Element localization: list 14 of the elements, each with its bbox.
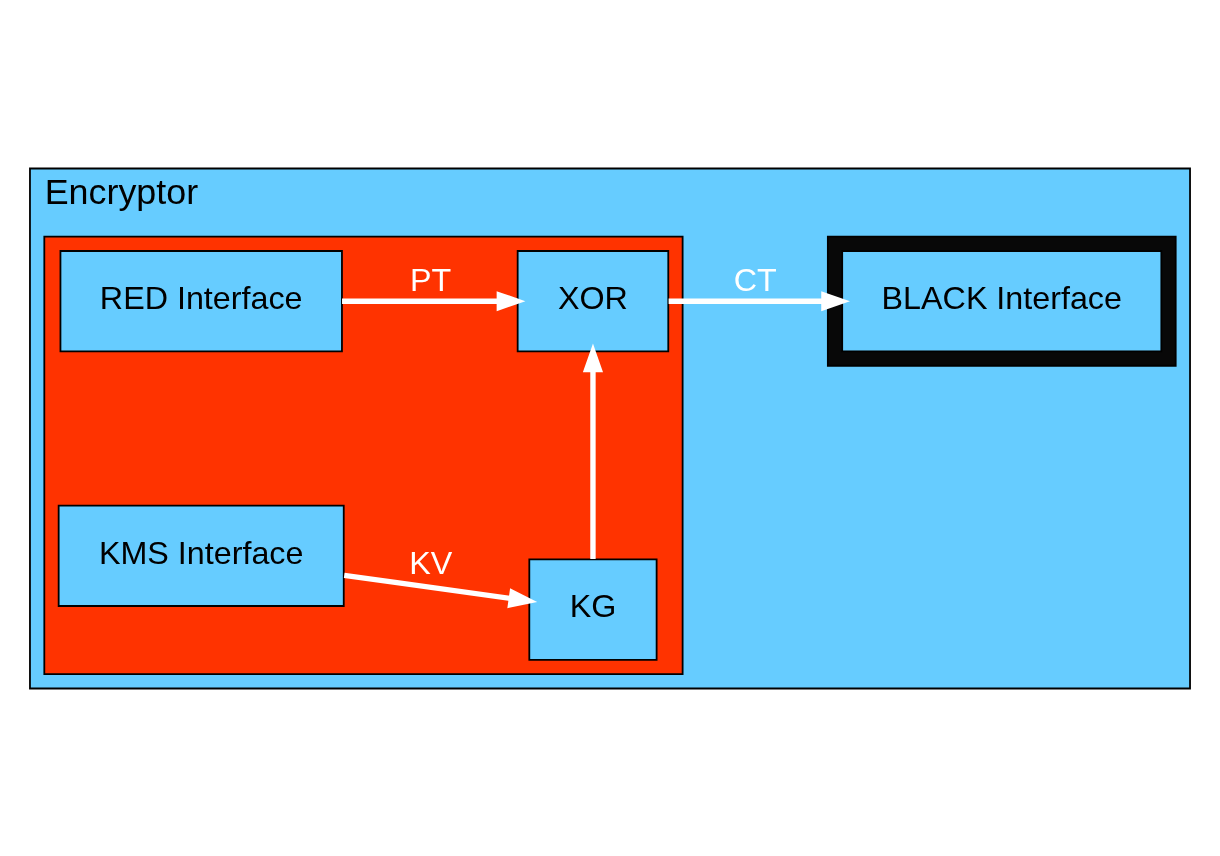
node-box: KMS Interface	[57, 504, 345, 607]
arrow	[342, 290, 526, 311]
arrow	[668, 290, 850, 311]
cluster	[826, 235, 1177, 367]
node-box: BLACK Interface	[841, 249, 1163, 352]
node-box: KG	[528, 558, 658, 661]
edge-label: PT	[410, 261, 452, 298]
arrow	[343, 572, 538, 608]
edge-label: KV	[409, 544, 453, 581]
edge-label: CT	[733, 261, 777, 298]
node-box: RED Interface	[59, 249, 343, 352]
cluster	[43, 235, 684, 675]
node-box: XOR	[516, 249, 670, 352]
arrow	[582, 342, 604, 559]
